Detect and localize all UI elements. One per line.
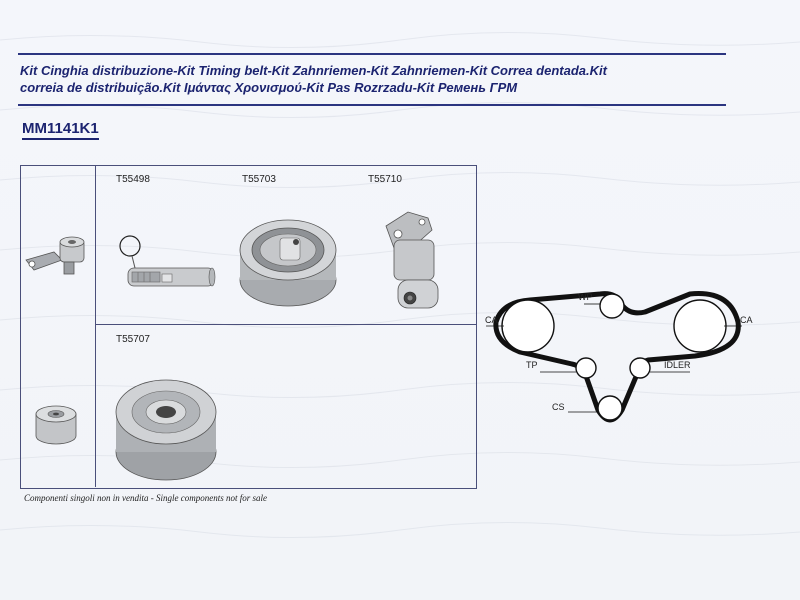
parts-frame-left-divider: [95, 165, 96, 487]
part-code-t55703: T55703: [242, 174, 276, 185]
diagram-label-idler: IDLER: [664, 360, 691, 370]
header-bottom-rule: [18, 104, 726, 106]
tensioner-assembly-thumbnail-icon: [25, 236, 85, 275]
belt-routing-diagram: [486, 291, 742, 423]
idler-pulley: [629, 357, 651, 379]
tensioner-bracket-icon: [385, 211, 439, 309]
parts-frame: [20, 165, 477, 489]
diagram-label-tp: TP: [526, 360, 538, 370]
diagram-label-ca-right: CA: [740, 315, 753, 325]
part-code-t55710: T55710: [368, 174, 402, 185]
idler-thumbnail-icon: [35, 405, 77, 445]
part-code-t55707: T55707: [116, 334, 150, 345]
crankshaft-pulley: [597, 395, 623, 421]
idler-pulley-icon: [115, 379, 217, 481]
tensioner-pulley-icon: [239, 219, 337, 307]
diagram-label-cs: CS: [552, 402, 565, 412]
tensioner-damper-icon: [119, 235, 216, 287]
cam-left-pulley: [501, 299, 555, 353]
kit-title-line1: Kit Cinghia distribuzione-Kit Timing bel…: [20, 63, 607, 78]
footnote-not-for-sale: Componenti singoli non in vendita - Sing…: [24, 493, 267, 503]
diagram-label-ca-left: CA: [485, 315, 498, 325]
parts-frame-middle-divider: [95, 324, 476, 325]
water-pump-pulley: [599, 293, 625, 319]
diagram-label-wp: WP: [578, 292, 593, 302]
tensioner-pulley: [575, 357, 597, 379]
cam-right-pulley: [673, 299, 727, 353]
header-top-rule: [18, 53, 726, 55]
kit-title-line2: correia de distribuição.Kit Ιμάντας Χρον…: [20, 80, 518, 95]
kit-title: Kit Cinghia distribuzione-Kit Timing bel…: [20, 62, 720, 96]
kit-code: MM1141K1: [22, 120, 99, 140]
part-code-t55498: T55498: [116, 174, 150, 185]
